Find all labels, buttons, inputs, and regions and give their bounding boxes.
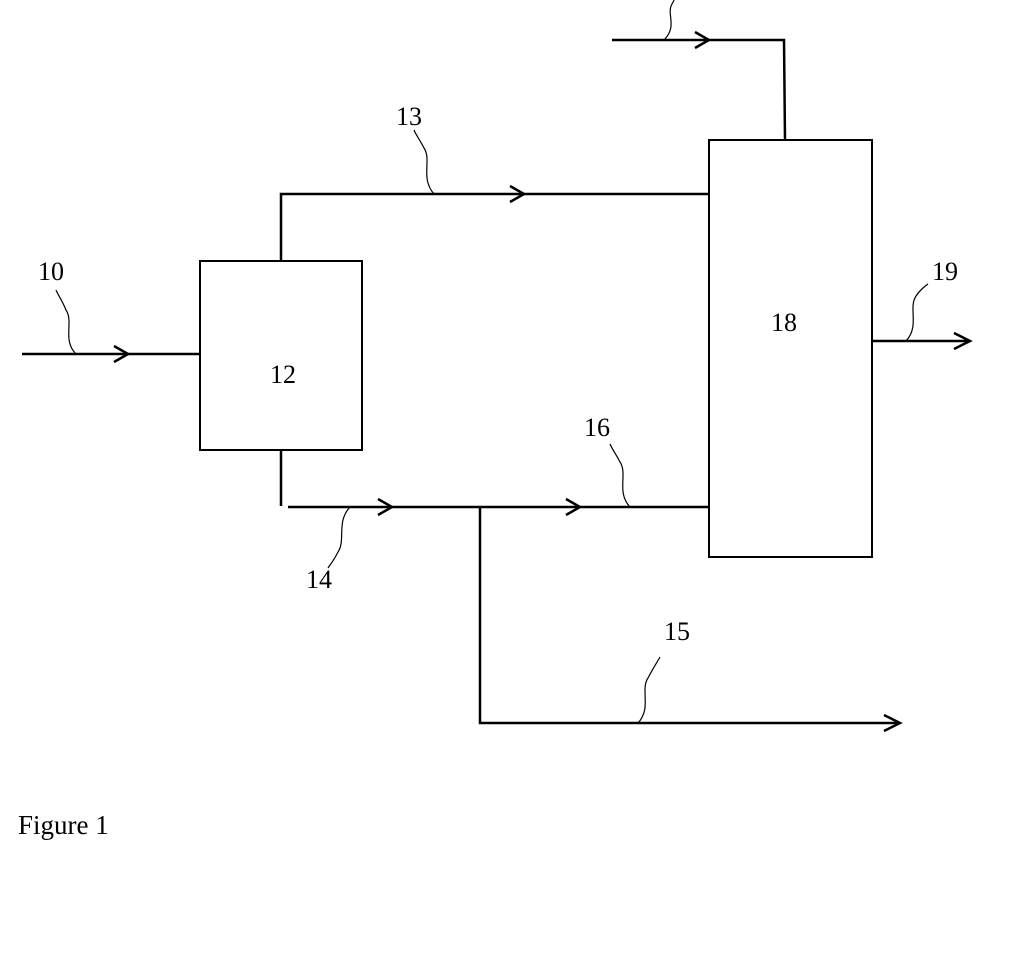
stream-13-label: 13 — [396, 102, 422, 131]
top-inlet-leader — [664, 0, 674, 40]
stream-14-label: 14 — [306, 565, 332, 594]
unit-12-box — [200, 261, 362, 450]
unit-18: 18 — [709, 140, 872, 557]
stream-14: 14 — [281, 450, 480, 594]
stream-15-leader — [638, 657, 660, 723]
stream-16: 16 — [480, 413, 709, 515]
stream-13-leader — [414, 130, 434, 194]
top-inlet-line — [612, 40, 785, 140]
stream-14-leader — [328, 507, 350, 568]
stream-16-label: 16 — [584, 413, 610, 442]
unit-18-box — [709, 140, 872, 557]
unit-12: 12 — [200, 261, 362, 450]
stream-13: 13 — [281, 102, 709, 261]
stream-19-label: 19 — [932, 257, 958, 286]
stream-19-leader — [906, 284, 928, 341]
unit-12-label: 12 — [270, 360, 296, 389]
top-inlet-stream — [612, 0, 785, 140]
stream-10-label: 10 — [38, 257, 64, 286]
stream-10: 10 — [22, 257, 200, 362]
stream-19: 19 — [872, 257, 970, 349]
stream-10-leader — [56, 290, 76, 354]
stream-16-leader — [610, 444, 630, 507]
stream-15-label: 15 — [664, 617, 690, 646]
unit-18-label: 18 — [771, 308, 797, 337]
stream-13-line — [281, 194, 709, 261]
figure-caption: Figure 1 — [18, 810, 109, 841]
